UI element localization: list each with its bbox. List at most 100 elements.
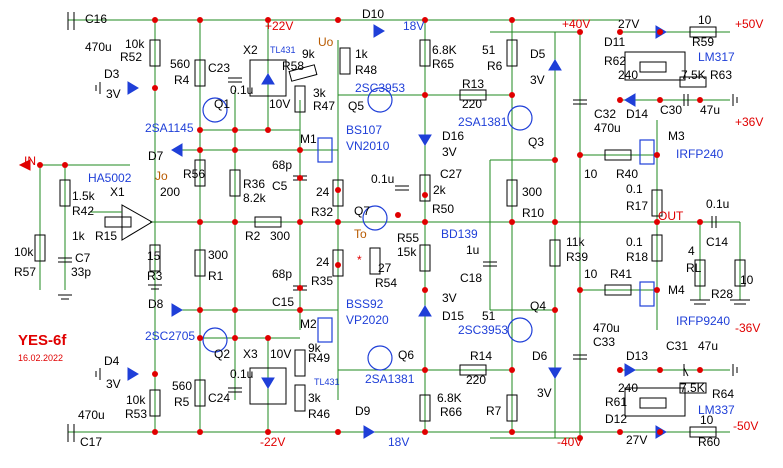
label-r52v: 10k: [125, 37, 145, 51]
label-r35v: 24: [316, 255, 330, 269]
label-r35: R35: [311, 274, 334, 288]
label-c33v: 470u: [593, 321, 620, 335]
label-lm317: LM317: [698, 50, 735, 64]
r59-resistor: [689, 26, 717, 38]
label-q6: Q6: [398, 348, 415, 362]
label-r18: R18: [626, 250, 649, 264]
label-q3: Q3: [528, 135, 545, 149]
label-r28v: 10: [740, 273, 754, 287]
label-r6v: 51: [482, 43, 496, 57]
label-d5: D5: [530, 47, 546, 61]
label-r54: R54: [375, 276, 398, 290]
r2-resistor: [254, 216, 282, 228]
label-irfp240: IRFP240: [676, 147, 724, 161]
label-r65v: 6.8K: [432, 43, 457, 57]
label-d11v: 27V: [618, 17, 640, 31]
r50-resistor: [419, 174, 431, 202]
label-d8: D8: [148, 297, 164, 311]
rail-pos22: +22V: [265, 19, 294, 33]
label-r59v: 10: [698, 13, 712, 27]
label-r49v: 9k: [308, 341, 321, 355]
label-c15: C15: [272, 295, 295, 309]
label-c7v: 33p: [71, 265, 92, 279]
grounds-group: [58, 82, 750, 380]
label-c7: C7: [75, 251, 91, 265]
q3-transistor: [507, 105, 533, 131]
label-d4: D4: [104, 354, 120, 368]
label-r54v: 27: [378, 261, 392, 275]
label-r41v: 10: [584, 267, 598, 281]
label-c24: C24: [208, 391, 231, 405]
m3-mosfet: [639, 139, 655, 165]
label-c32v: 470u: [594, 121, 621, 135]
label-r48: R48: [355, 63, 378, 77]
r4-resistor: [194, 59, 206, 87]
label-r49: R49: [308, 351, 331, 365]
label-c14: C14: [706, 235, 729, 249]
net-star: *: [357, 253, 362, 267]
label-d13: D13: [626, 349, 649, 363]
m2-mosfet: [317, 317, 333, 343]
r15-resistor: [104, 216, 132, 228]
label-q5: Q5: [348, 99, 365, 113]
label-c31v: 47u: [698, 339, 719, 353]
d7-diode: [171, 143, 183, 157]
label-d9: D9: [355, 404, 371, 418]
label-m2: M2: [300, 317, 317, 331]
label-r39: R39: [566, 250, 589, 264]
label-r1: R1: [208, 269, 224, 283]
label-c24v: 0.1u: [230, 367, 254, 381]
label-c18v: 1u: [466, 243, 480, 257]
label-tl431b: TL431: [314, 377, 340, 387]
label-r42: R42: [72, 204, 95, 218]
label-r59: R59: [692, 35, 715, 49]
label-r63v: 7.5K: [681, 68, 706, 82]
d8-diode: [171, 303, 183, 317]
label-r62v: 240: [618, 68, 639, 82]
label-d15v: 3V: [442, 291, 457, 305]
r3-resistor: [149, 244, 161, 272]
label-r5v: 560: [172, 379, 193, 393]
q6-transistor: [367, 345, 393, 371]
r66-resistor: [419, 394, 431, 422]
d3-diode: [127, 81, 139, 95]
label-d16v: 3V: [442, 145, 457, 159]
label-r41: R41: [610, 267, 633, 281]
d16-diode: [418, 134, 432, 146]
r7-resistor: [506, 394, 518, 422]
label-r48v: 1k: [355, 47, 368, 61]
r53-resistor: [149, 389, 161, 417]
label-r40: R40: [616, 167, 639, 181]
project-date: 16.02.2022: [18, 353, 64, 363]
junction-nodes: [37, 17, 703, 441]
label-m3: M3: [668, 129, 685, 143]
label-r15: R15: [95, 229, 118, 243]
resistors-group: [34, 26, 746, 438]
r58-resistor: [288, 64, 318, 82]
label-r53: R53: [125, 407, 148, 421]
label-c5v: 68p: [272, 158, 293, 172]
label-sa1381a: 2SA1381: [458, 115, 508, 129]
d13-diode: [624, 363, 636, 377]
label-r66v: 6.8K: [437, 391, 462, 405]
label-c27: C27: [440, 167, 463, 181]
label-r6: R6: [487, 59, 503, 73]
q7-transistor: [362, 205, 388, 231]
label-c33: C33: [593, 335, 616, 349]
label-r65: R65: [432, 57, 455, 71]
r35-resistor: [332, 249, 344, 277]
label-irfp9240: IRFP9240: [676, 314, 731, 328]
label-vp2020: VP2020: [346, 313, 389, 327]
rail-neg22: -22V: [260, 435, 286, 449]
m4-mosfet: [639, 281, 655, 307]
label-r62: R62: [604, 54, 627, 68]
label-bs107: BS107: [346, 123, 383, 137]
r32-resistor: [332, 179, 344, 207]
r36-resistor: [229, 169, 241, 197]
transistors-group: [202, 87, 655, 371]
label-r56v: 200: [160, 185, 181, 199]
label-c17: C17: [80, 435, 103, 449]
r62-resistor: [639, 61, 667, 73]
label-d5v: 3V: [530, 73, 545, 87]
label-c23: C23: [208, 61, 231, 75]
